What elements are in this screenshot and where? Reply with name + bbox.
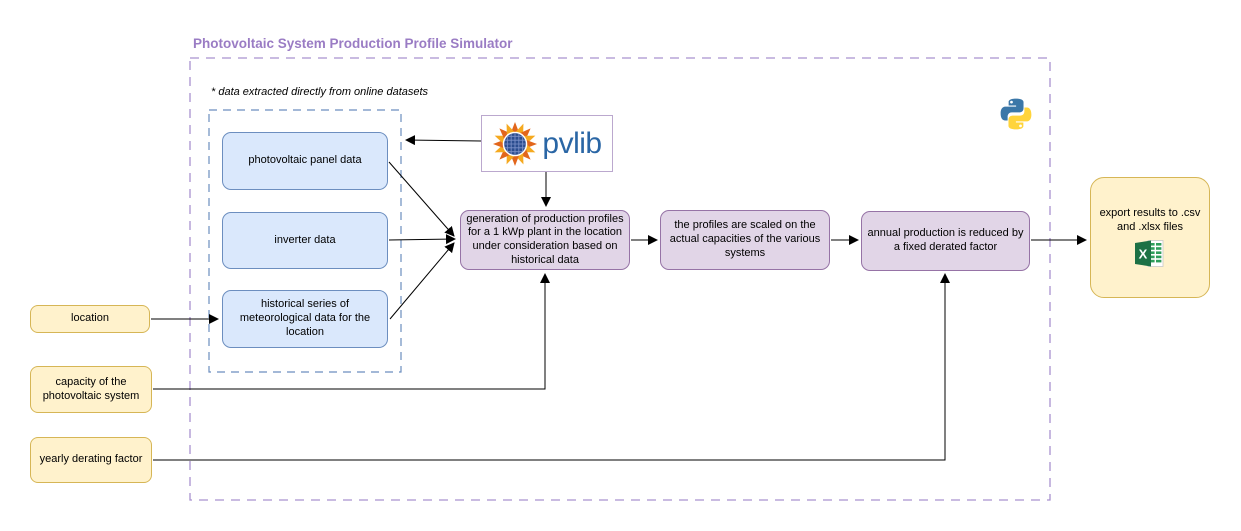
node-label: historical series of meteorological data… [239,298,371,338]
online-datasets-group [208,109,402,373]
node-label: export results to .csv and .xlsx files [1099,206,1201,233]
node-photovoltaic-panel-data: photovoltaic panel data [222,132,388,190]
arrow-meteo-data-to-generation [389,242,455,320]
arrow-capacity-to-generation [153,273,550,390]
pvlib-logo-box: pvlib [481,115,613,172]
svg-text:X: X [1139,247,1148,262]
python-logo-icon [1000,98,1032,130]
node-export-results: export results to .csv and .xlsx files X [1090,177,1210,298]
node-meteorological-data: historical series of meteorological data… [222,290,388,348]
diagram-title: Photovoltaic System Production Profile S… [193,36,513,51]
node-generation-step: generation of production profiles for a … [460,210,630,270]
node-label: annual production is reduced by a fixed … [867,227,1024,253]
node-label: the profiles are scaled on the actual ca… [669,219,821,259]
node-scaling-step: the profiles are scaled on the actual ca… [660,210,830,270]
sun-solar-panel-icon [493,121,538,166]
node-input-location: location [30,305,150,333]
arrow-derating-to-derate-step [153,273,950,461]
arrow-panel-data-to-generation [388,161,455,237]
node-input-derating-factor: yearly derating factor [30,437,152,483]
arrow-pvlib-to-panel-data [405,135,482,146]
pvlib-wordmark: pvlib [542,126,602,160]
node-label: photovoltaic panel data [248,154,362,167]
excel-logo-icon: X [1135,240,1164,268]
node-input-capacity: capacity of the photovoltaic system [30,366,152,413]
node-label: capacity of the photovoltaic system [42,375,140,402]
node-label: generation of production profiles for a … [466,212,624,266]
node-label: yearly derating factor [39,453,143,466]
simulator-boundary [189,57,1051,501]
node-label: inverter data [274,233,336,246]
node-inverter-data: inverter data [222,212,388,269]
node-derate-step: annual production is reduced by a fixed … [861,211,1030,271]
datasets-footnote: * data extracted directly from online da… [211,86,429,98]
node-label: location [71,312,109,325]
arrow-inverter-data-to-generation [388,234,456,245]
